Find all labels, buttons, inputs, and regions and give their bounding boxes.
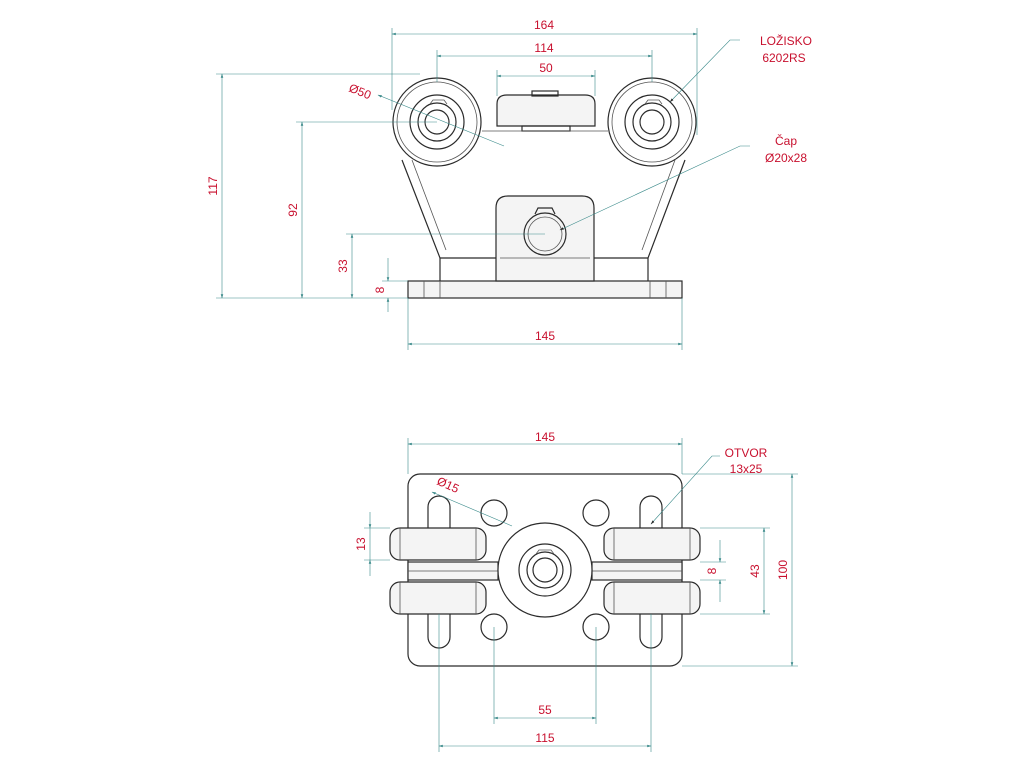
top-block xyxy=(496,94,596,127)
pin-callout: Čap Ø20x28 xyxy=(559,133,807,231)
slot-callout: OTVOR 13x25 xyxy=(650,446,768,525)
dim-hole-spacing: 55 xyxy=(493,627,597,724)
dim-wheel-width: 13 xyxy=(354,512,390,576)
bearing-callout: LOŽISKO 6202RS xyxy=(669,33,812,103)
svg-text:145: 145 xyxy=(535,430,555,444)
svg-text:8: 8 xyxy=(705,567,719,574)
svg-text:Ø20x28: Ø20x28 xyxy=(765,151,807,165)
dim-pin-height: 33 xyxy=(336,233,545,299)
svg-text:50: 50 xyxy=(539,61,553,75)
wheel-top-left xyxy=(389,527,487,561)
dim-base-width: 145 xyxy=(407,298,683,350)
svg-text:115: 115 xyxy=(535,731,554,745)
base-plate xyxy=(407,280,683,299)
svg-text:55: 55 xyxy=(538,703,552,717)
svg-text:117: 117 xyxy=(206,176,220,195)
svg-text:8: 8 xyxy=(373,286,387,293)
svg-text:92: 92 xyxy=(286,203,300,217)
dim-top-block: 50 xyxy=(496,61,596,96)
svg-text:43: 43 xyxy=(748,564,762,578)
svg-text:Čap: Čap xyxy=(775,133,797,148)
hole xyxy=(582,499,610,527)
svg-text:164: 164 xyxy=(534,18,554,32)
front-view: 164 114 50 Ø50 117 xyxy=(206,18,812,350)
wheel-bottom-left xyxy=(389,581,487,615)
pin-bracket xyxy=(495,195,595,282)
dim-plate-thickness: 8 xyxy=(373,258,408,312)
wheel-bottom-right xyxy=(603,581,701,615)
dim-hole-diameter: Ø15 xyxy=(431,474,513,527)
center-boss xyxy=(497,522,593,618)
dim-slot-spacing: 115 xyxy=(438,614,652,752)
right-wheel xyxy=(607,77,697,167)
svg-text:114: 114 xyxy=(534,41,553,55)
dim-wheel-span: 114 xyxy=(436,41,653,82)
svg-text:145: 145 xyxy=(535,329,555,343)
dim-overall-width: 164 xyxy=(391,18,698,135)
svg-text:OTVOR: OTVOR xyxy=(725,446,768,460)
svg-text:33: 33 xyxy=(336,259,350,273)
svg-text:Ø15: Ø15 xyxy=(435,474,462,496)
svg-text:Ø50: Ø50 xyxy=(347,81,374,103)
wheel-top-right xyxy=(603,527,701,561)
svg-text:6202RS: 6202RS xyxy=(762,51,805,65)
svg-text:13: 13 xyxy=(354,537,368,551)
dim-plate-height: 100 xyxy=(682,473,798,667)
svg-text:100: 100 xyxy=(776,560,790,580)
svg-text:13x25: 13x25 xyxy=(730,462,763,476)
dim-total-height: 117 xyxy=(206,73,420,299)
svg-text:LOŽISKO: LOŽISKO xyxy=(760,33,812,48)
plan-view: 145 Ø15 13 8 43 xyxy=(354,430,798,752)
dim-axle-height: 92 xyxy=(286,121,437,299)
dim-gap: 8 xyxy=(700,540,726,602)
dim-plate-width: 145 xyxy=(407,430,683,474)
dim-wheel-spacing: 43 xyxy=(700,527,770,615)
